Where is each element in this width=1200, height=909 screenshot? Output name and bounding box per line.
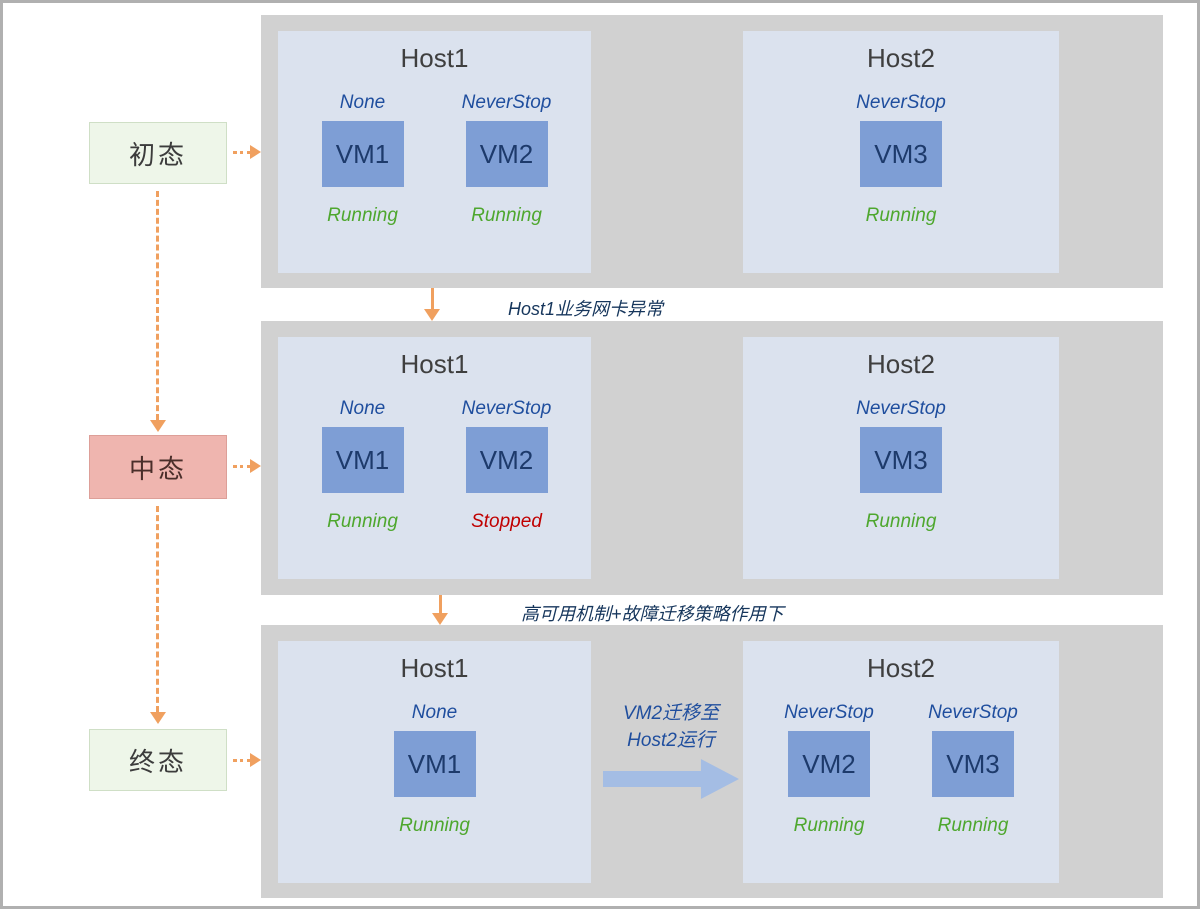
pointer-final [233,759,251,762]
migration-label-line1: VM2迁移至 [622,703,720,724]
arrow-right-icon [250,753,261,767]
host-box-host2: Host2 NeverStop VM3 Running [743,31,1059,273]
vm-box: VM1 [393,731,476,797]
state-box-initial: 初态 [89,122,227,184]
stage-panel-middle: Host1 None VM1 Running NeverStop VM2 Sto… [261,321,1163,595]
vm-row: NeverStop VM3 Running [846,82,956,227]
vm-status-label: Running [865,205,937,226]
vm-status-label: Running [327,511,398,532]
vm-status-label: Running [327,205,398,226]
host-box-host2: Host2 NeverStop VM2 Running NeverStop VM… [743,641,1059,883]
stage-panel-final: Host1 None VM1 Running VM2迁移至 Host2运行 Ho… [261,625,1163,898]
vm-box: VM3 [860,121,942,187]
arrow-down-icon [150,712,166,724]
host-title: Host1 [400,43,469,73]
vm-box: VM1 [321,427,404,493]
transition-arrow-2 [439,595,442,614]
transition-arrow-1 [431,288,434,310]
connector-initial-middle [156,191,159,420]
vm-box: VM3 [932,731,1014,797]
vm-box: VM3 [860,427,942,493]
arrow-down-icon [432,613,448,625]
host-title: Host2 [867,349,935,379]
vm-policy-label: None [339,92,386,113]
host-box-host2: Host2 NeverStop VM3 Running [743,337,1059,579]
vm-group-vm1: None VM1 Running [308,82,418,227]
vm-row: None VM1 Running NeverStop VM2 Stopped [308,388,562,533]
host-box-host1: Host1 None VM1 Running NeverStop VM2 Run… [278,31,591,273]
vm-group-vm1: None VM1 Running [380,692,490,837]
vm-row: None VM1 Running [380,692,490,837]
vm-status-label: Running [865,511,937,532]
vm-status-label: Stopped [471,511,542,532]
vm-row: NeverStop VM2 Running NeverStop VM3 Runn… [774,692,1028,837]
vm-policy-label: NeverStop [856,92,946,113]
host-title: Host1 [400,653,469,683]
vm-policy-label: NeverStop [928,702,1018,723]
vm-group-vm3: NeverStop VM3 Running [918,692,1028,837]
vm-status-label: Running [793,815,865,836]
vm-box: VM1 [321,121,404,187]
arrow-down-icon [150,420,166,432]
vm-policy-label: None [411,702,458,723]
host-title: Host1 [400,349,469,379]
host-title: Host2 [867,43,935,73]
vm-group-vm3: NeverStop VM3 Running [846,388,956,533]
arrow-right-icon [250,459,261,473]
migration-label-line2: Host2运行 [627,729,715,751]
vm-group-vm1: None VM1 Running [308,388,418,533]
vm-status-label: Running [399,815,470,836]
vm-policy-label: NeverStop [856,398,946,419]
host-title: Host2 [867,653,935,683]
vm-policy-label: NeverStop [461,92,552,113]
vm-group-vm3: NeverStop VM3 Running [846,82,956,227]
connector-middle-final [156,506,159,712]
host-box-host1: Host1 None VM1 Running [278,641,591,883]
vm-box: VM2 [465,121,548,187]
vm-status-label: Running [471,205,542,226]
state-box-middle: 中态 [89,435,227,499]
transition-label-1: Host1业务网卡异常 [508,299,664,319]
vm-policy-label: None [339,398,386,419]
stage-panel-initial: Host1 None VM1 Running NeverStop VM2 Run… [261,15,1163,288]
host-box-host1: Host1 None VM1 Running NeverStop VM2 Sto… [278,337,591,579]
vm-row: None VM1 Running NeverStop VM2 Running [308,82,562,227]
vm-group-vm2: NeverStop VM2 Stopped [452,388,562,533]
pointer-initial [233,151,251,154]
arrow-down-icon [424,309,440,321]
transition-label-2: 高可用机制+故障迁移策略作用下 [521,604,784,624]
state-box-final: 终态 [89,729,227,791]
vm-box: VM2 [465,427,548,493]
vm-policy-label: NeverStop [461,398,552,419]
vm-policy-label: NeverStop [784,702,874,723]
pointer-middle [233,465,251,468]
vm-row: NeverStop VM3 Running [846,388,956,533]
vm-status-label: Running [937,815,1009,836]
arrow-right-icon [250,145,261,159]
migration-arrow-icon [603,759,739,799]
vm-box: VM2 [788,731,870,797]
vm-group-vm2: NeverStop VM2 Running [452,82,562,227]
migration-label: VM2迁移至 Host2运行 [591,701,751,754]
vm-group-vm2: NeverStop VM2 Running [774,692,884,837]
